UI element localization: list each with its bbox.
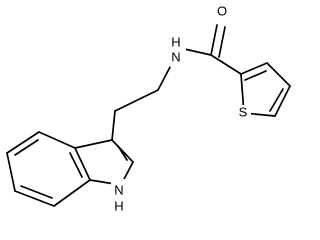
structure-diagram: O H N S N H <box>6 3 291 216</box>
bond-c7a-c3a <box>74 147 91 181</box>
bond-c4-c5 <box>274 85 291 117</box>
bond-ch2-indole-c3 <box>111 110 116 141</box>
bond-c6-c7 <box>14 190 55 207</box>
bond-c3-c2 <box>111 139 134 163</box>
bond-c7-c7a <box>53 179 91 207</box>
atom-label-layer: O H N S N H <box>111 3 251 216</box>
bond-c4-c5-inner <box>269 88 284 112</box>
bond-c3-c4 <box>266 62 291 87</box>
oxygen-label-bg <box>216 4 230 19</box>
indole-n-label-bg <box>111 179 128 216</box>
bond-c7a-c3a-inner <box>69 152 83 178</box>
bond-c6-c7-inner <box>20 185 53 199</box>
bond-c2-c3-inner <box>244 70 267 81</box>
carbonyl-oxygen-label: O <box>217 3 227 18</box>
bond-carbonyl-c-o <box>210 24 218 56</box>
bond-carbonyl-thiophene <box>210 54 242 75</box>
indole-nitrogen-label: N <box>114 182 123 197</box>
amide-hydrogen-label: H <box>171 34 180 49</box>
bond-ch2-ch2 <box>114 89 159 112</box>
indole-hydrogen-label: H <box>114 198 123 213</box>
amide-nitrogen-label: N <box>171 49 180 64</box>
bond-c3a-c3 <box>74 139 113 149</box>
sulfur-label-bg <box>236 105 251 121</box>
bond-c4-c5-inner <box>14 139 39 156</box>
bond-c5-c6 <box>6 152 16 192</box>
bond-c4-c5 <box>6 131 40 154</box>
amide-n-label-bg <box>170 37 186 67</box>
thiophene-sulfur-label: S <box>239 104 248 119</box>
bond-carbonyl-c-o-double <box>218 26 226 58</box>
bond-c3a-c4 <box>38 131 76 149</box>
bond-c3-c2-inner <box>117 145 128 161</box>
bond-c2-c3 <box>240 62 268 75</box>
